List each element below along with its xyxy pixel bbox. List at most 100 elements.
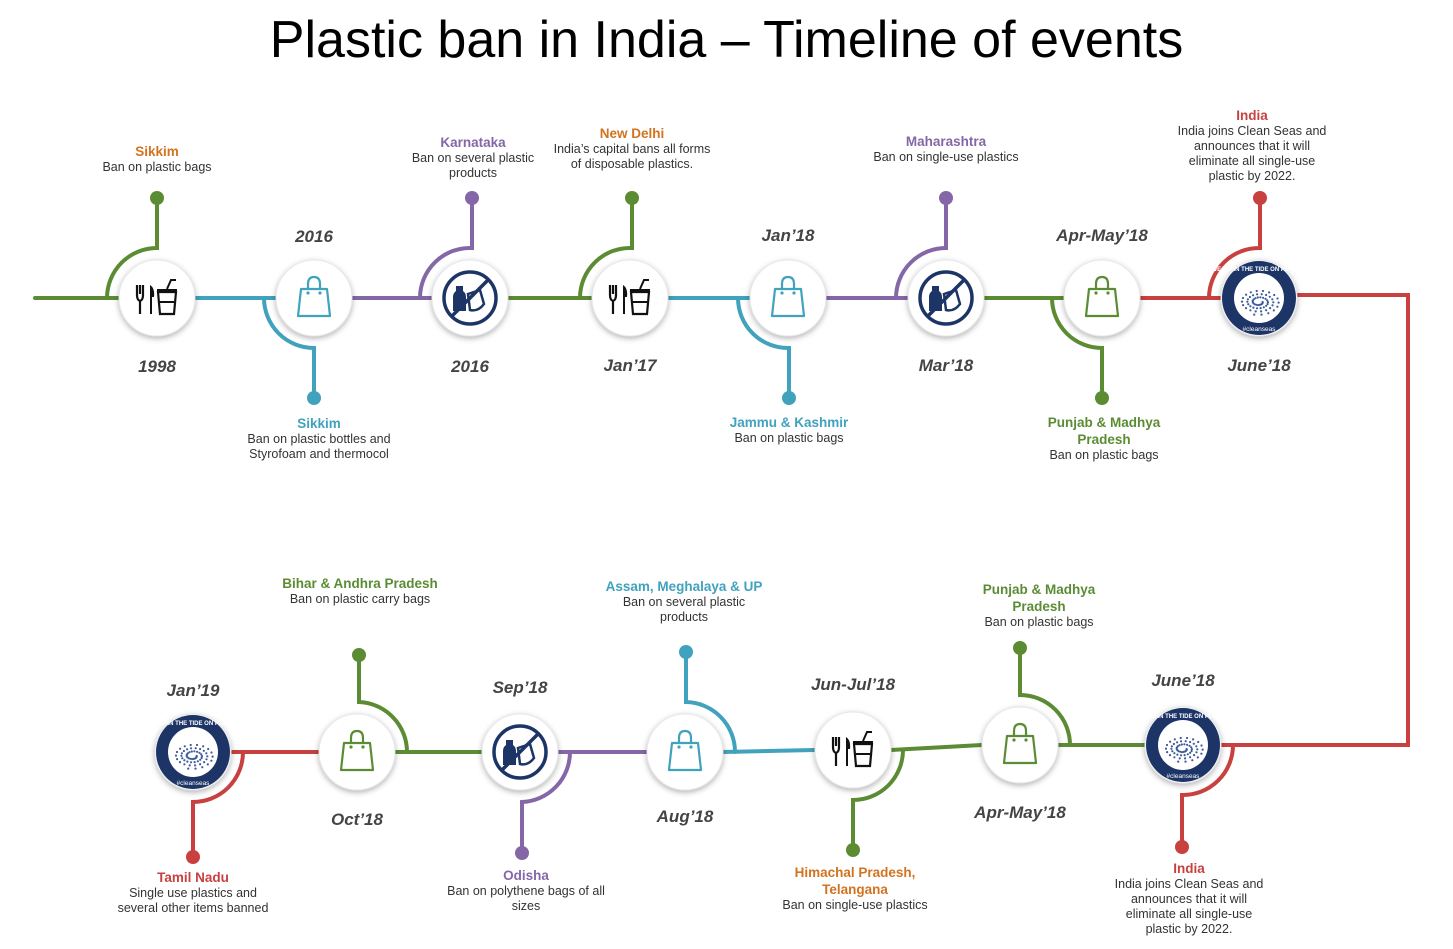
event-description: Ban on plastic bags	[734, 431, 844, 445]
badge-top-text: WE TURN THE TIDE ON PLASTIC	[1212, 267, 1308, 273]
event-date: Jan’19	[166, 681, 220, 700]
badge-bottom-text: #cleanseas	[1167, 773, 1201, 780]
event-place: Punjab & Madhya Pradesh	[982, 582, 1096, 614]
event-date: 2016	[451, 357, 489, 376]
carry-bag-icon	[1002, 722, 1038, 765]
event-place: Assam, Meghalaya & UP	[605, 579, 763, 594]
event-dot	[515, 846, 529, 860]
event-date: Jun-Jul’18	[810, 675, 896, 694]
event-place: Karnataka	[440, 135, 506, 150]
badge-top-text: WE TURN THE TIDE ON PLASTIC	[1136, 714, 1232, 720]
event-dot	[782, 391, 796, 405]
event-place: India	[1173, 861, 1205, 876]
event-connector-arc	[684, 650, 737, 754]
event-place: Bihar & Andhra Pradesh	[282, 576, 438, 591]
event-place: Maharashtra	[905, 134, 987, 149]
cutlery-cup-icon	[135, 279, 178, 316]
clean-seas-badge-icon: WE TURN THE TIDE ON PLASTIC #cleanseas	[1212, 261, 1308, 335]
event-dot	[307, 391, 321, 405]
shopping-bag-icon	[1084, 275, 1120, 318]
event-connector-arc	[1018, 646, 1072, 747]
event-place: India	[1236, 108, 1268, 123]
event-description: Ban on plastic carry bags	[289, 592, 431, 606]
cutlery-cup-icon	[831, 731, 874, 768]
event-connector-arc	[191, 750, 245, 859]
event-description: Ban on plastic bottles and Styrofoam and…	[247, 432, 391, 461]
event-dot	[465, 191, 479, 205]
event-description: India joins Clean Seas and announces tha…	[1177, 124, 1327, 183]
event-connector-arc	[520, 750, 573, 855]
event-place: Punjab & Madhya Pradesh	[1047, 415, 1161, 447]
event-place: Sikkim	[135, 144, 179, 159]
event-description: Ban on polythene bags of all sizes	[447, 884, 605, 913]
event-dot	[1013, 641, 1027, 655]
event-connector-arc	[1180, 743, 1235, 849]
timeline-connector	[1219, 293, 1410, 747]
event-dot	[1095, 391, 1109, 405]
event-node	[591, 259, 669, 337]
event-dot	[939, 191, 953, 205]
no-plastic-icon	[492, 724, 548, 780]
shopping-bag-icon	[667, 729, 703, 772]
event-date: Oct’18	[331, 810, 383, 829]
event-date: 2016	[295, 227, 333, 246]
event-dot	[625, 191, 639, 205]
event-description: Ban on single-use plastics	[782, 898, 928, 912]
no-plastic-icon	[918, 270, 974, 326]
event-connector-arc	[1207, 196, 1262, 300]
event-node	[431, 259, 509, 337]
event-date: Jan’18	[761, 226, 815, 245]
event-node	[481, 713, 559, 791]
event-place: New Delhi	[599, 126, 665, 141]
shopping-bag-icon	[296, 275, 332, 318]
event-connector-arc	[105, 196, 159, 300]
event-date: Sep’18	[492, 678, 548, 697]
event-description: Single use plastics and several other it…	[117, 886, 269, 915]
event-connector-arc	[357, 653, 410, 754]
event-connector-arc	[418, 196, 474, 300]
event-date: Mar’18	[918, 356, 974, 375]
event-dot	[186, 850, 200, 864]
badge-bottom-text: #cleanseas	[1243, 326, 1277, 333]
event-dot	[846, 843, 860, 857]
event-connector-arc	[894, 196, 948, 300]
event-place: Jammu & Kashmir	[729, 415, 849, 430]
event-node	[814, 711, 892, 789]
event-node	[646, 713, 724, 791]
event-place: Himachal Pradesh, Telangana	[794, 865, 916, 897]
event-dot	[352, 648, 366, 662]
event-connector-arc	[578, 196, 634, 300]
event-node	[749, 259, 827, 337]
event-dot	[1175, 840, 1189, 854]
event-node	[318, 713, 396, 791]
event-date: June’18	[1227, 356, 1291, 375]
event-date: Apr-May’18	[974, 803, 1066, 822]
badge-bottom-text: #cleanseas	[177, 780, 211, 787]
badge-top-text: WE TURN THE TIDE ON PLASTIC	[146, 721, 242, 727]
shopping-bag-icon	[770, 275, 806, 318]
event-node	[981, 706, 1059, 784]
event-description: India’s capital bans all forms of dispos…	[553, 142, 711, 171]
event-date: Aug’18	[656, 807, 714, 826]
event-date: 1998	[138, 357, 176, 376]
event-node	[907, 259, 985, 337]
event-description: Ban on plastic bags	[984, 615, 1094, 629]
event-connector-arc	[851, 748, 905, 852]
clean-seas-badge-icon: WE TURN THE TIDE ON PLASTIC #cleanseas	[146, 715, 242, 789]
event-node: WE TURN THE TIDE ON PLASTIC #cleanseas	[146, 713, 242, 791]
event-description: Ban on plastic bags	[102, 160, 212, 174]
cutlery-cup-icon	[608, 279, 651, 316]
clean-seas-badge-icon: WE TURN THE TIDE ON PLASTIC #cleanseas	[1136, 708, 1232, 782]
